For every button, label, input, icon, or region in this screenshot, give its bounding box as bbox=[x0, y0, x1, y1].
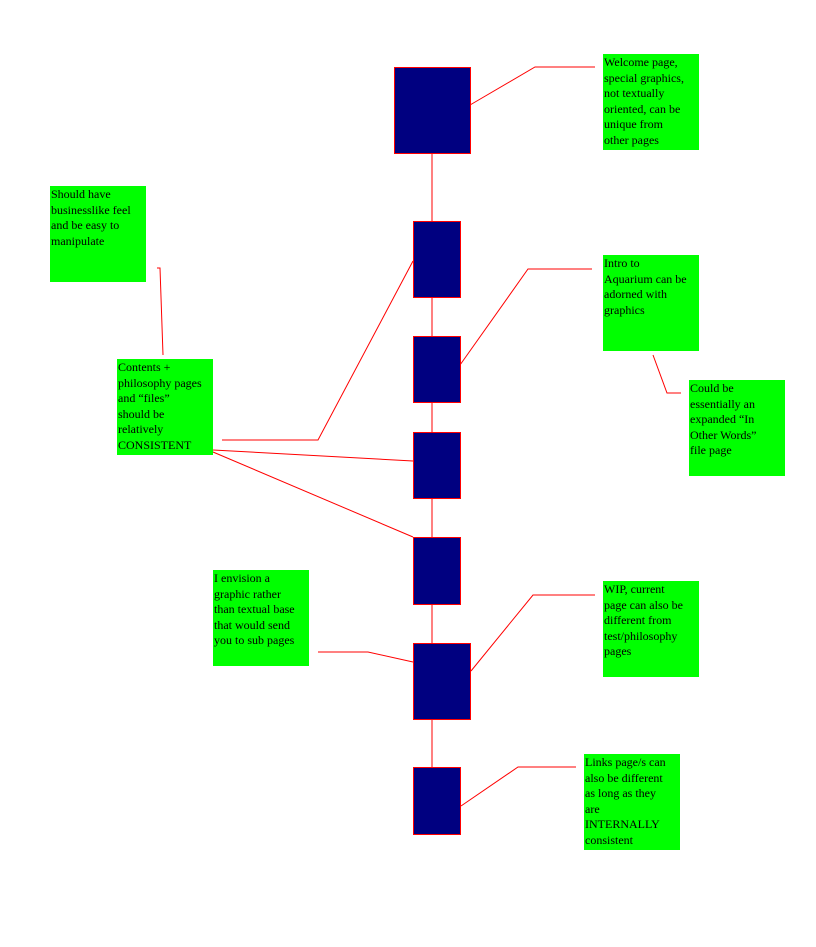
connector-business bbox=[157, 267, 164, 356]
connector-contents-box5 bbox=[212, 451, 414, 538]
note-welcome: Welcome page, special graphics, not text… bbox=[603, 54, 699, 150]
connector-envision bbox=[318, 651, 414, 663]
connector-expanded bbox=[652, 354, 681, 394]
page-box-wip bbox=[413, 643, 471, 720]
page-box-welcome bbox=[394, 67, 471, 154]
note-contents: Contents + philosophy pages and “files” … bbox=[117, 359, 213, 455]
page-box-links bbox=[413, 767, 461, 835]
page-box-philosophy bbox=[413, 537, 461, 605]
note-links: Links page/s can also be different as lo… bbox=[584, 754, 680, 850]
connector-contents-box2 bbox=[222, 260, 414, 441]
connector-welcome bbox=[469, 66, 595, 106]
connector-contents-box4 bbox=[212, 449, 414, 462]
page-box-intro bbox=[413, 336, 461, 403]
connector-intro bbox=[459, 268, 592, 366]
note-wip: WIP, current page can also be different … bbox=[603, 581, 699, 677]
note-envision: I envision a graphic rather than textual… bbox=[213, 570, 309, 666]
connector-links bbox=[460, 766, 576, 807]
page-box-contents bbox=[413, 432, 461, 499]
note-expanded: Could be essentially an expanded “In Oth… bbox=[689, 380, 785, 476]
connector-wip bbox=[470, 594, 595, 672]
page-box-intro-top bbox=[413, 221, 461, 298]
note-business: Should have businesslike feel and be eas… bbox=[50, 186, 146, 282]
note-intro: Intro to Aquarium can be adorned with gr… bbox=[603, 255, 699, 351]
